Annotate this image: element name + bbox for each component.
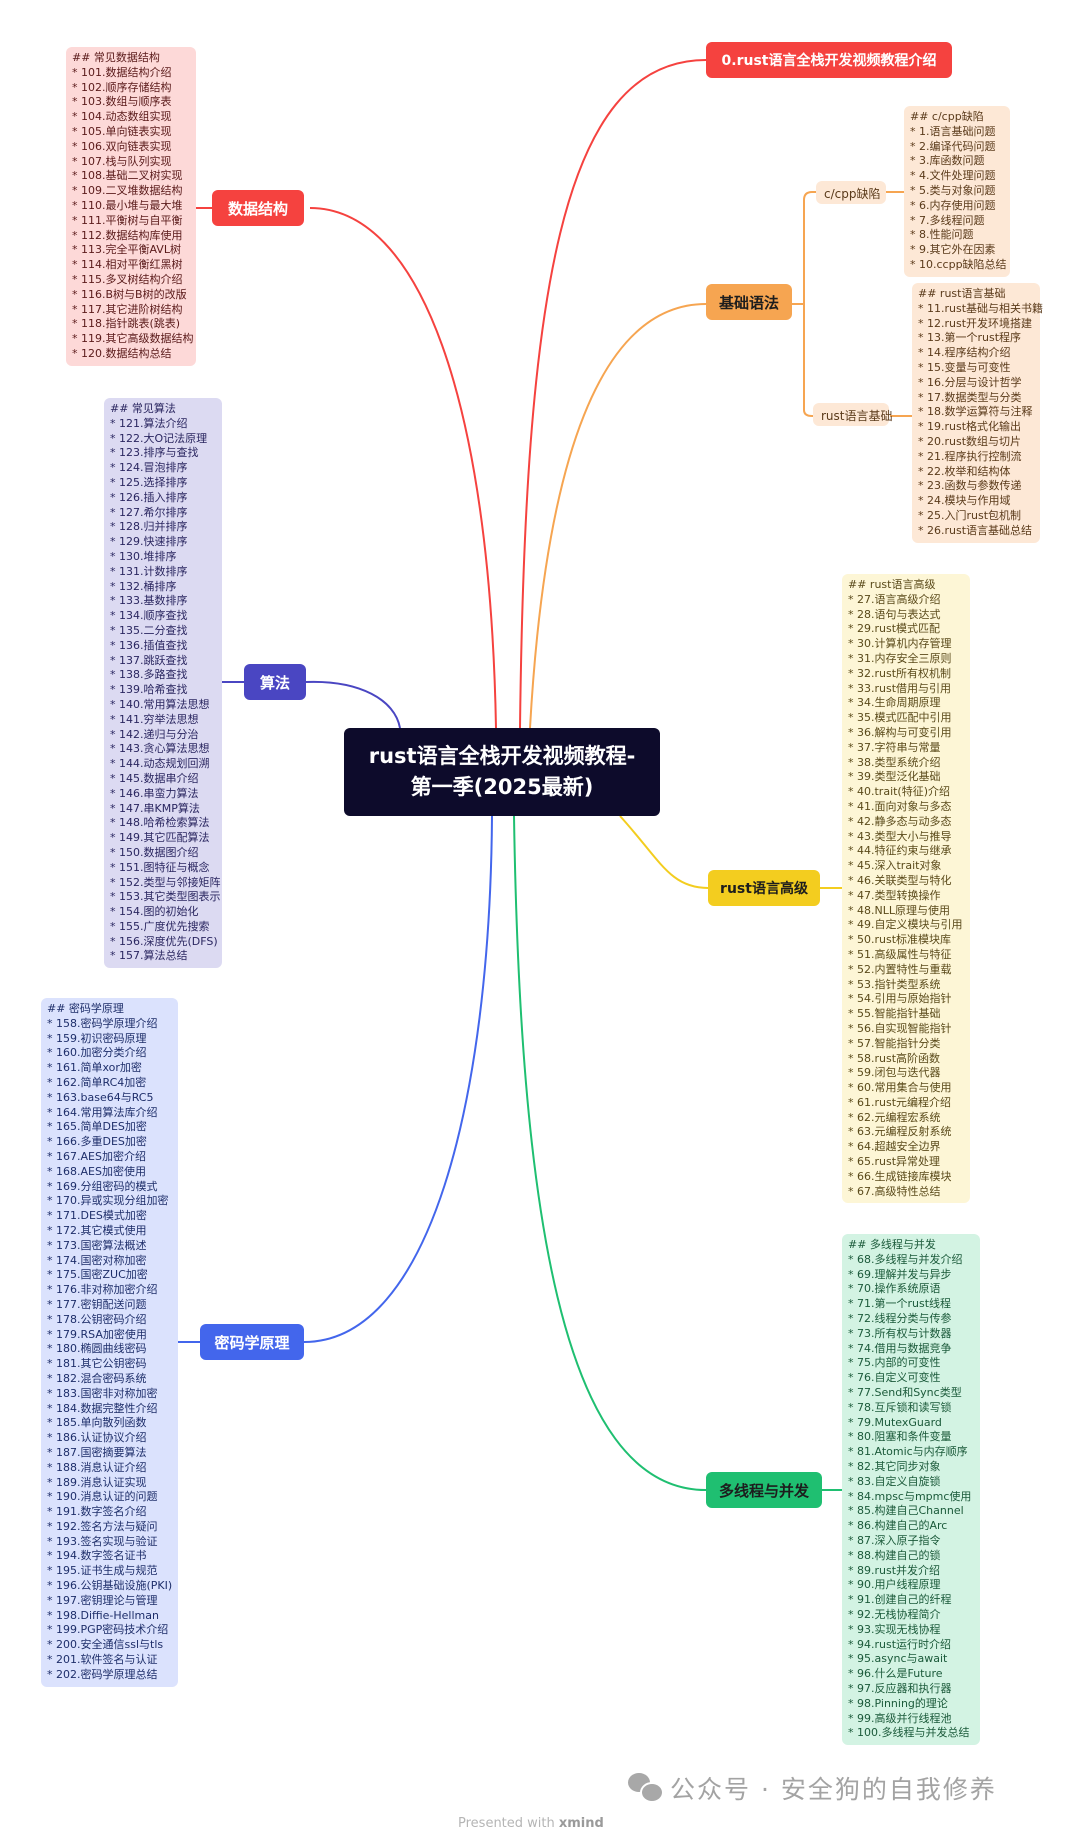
note-data-structures: ## 常见数据结构 * 101.数据结构介绍 * 102.顺序存储结构 * 10… — [66, 47, 196, 366]
subtopic-rust-basics-label: rust语言基础 — [821, 409, 893, 423]
presented-with-xmind: Presented with xmind — [458, 1816, 604, 1831]
note-rust-basics: ## rust语言基础 * 11.rust基础与相关书籍 * 12.rust开发… — [912, 283, 1043, 543]
topic-cryptography-label: 密码学原理 — [214, 1333, 290, 1352]
topic-basics-label: 基础语法 — [718, 293, 779, 312]
note-concurrency: ## 多线程与并发 * 68.多线程与并发介绍 * 69.理解并发与异步 * 7… — [842, 1234, 980, 1746]
topic-rust-advanced-label: rust语言高级 — [720, 881, 808, 897]
topic-concurrency[interactable]: 多线程与并发 — [706, 1472, 822, 1508]
central-topic-label: rust语言全栈开发视频教程-第一季(2025最新) — [368, 744, 636, 799]
xmind-logo: xmind — [558, 1816, 604, 1831]
note-ccpp-defects: ## c/cpp缺陷 * 1.语言基础问题 * 2.编译代码问题 * 3.库函数… — [904, 106, 1010, 277]
subtopic-rust-basics[interactable]: rust语言基础 — [813, 403, 893, 426]
note-cryptography: ## 密码学原理 * 158.密码学原理介绍 * 159.初识密码原理 * 16… — [41, 998, 178, 1687]
topic-data-structures-label: 数据结构 — [227, 199, 288, 218]
topic-concurrency-label: 多线程与并发 — [718, 1481, 809, 1500]
topic-intro-label: 0.rust语言全栈开发视频教程介绍 — [721, 53, 937, 69]
central-topic[interactable]: rust语言全栈开发视频教程-第一季(2025最新) — [344, 728, 660, 816]
topic-rust-advanced[interactable]: rust语言高级 — [708, 870, 820, 906]
watermark: 公众号 · 安全狗的自我修养 — [628, 1770, 997, 1806]
subtopic-ccpp-defects-label: c/cpp缺陷 — [824, 187, 881, 201]
subtopic-ccpp-defects[interactable]: c/cpp缺陷 — [816, 181, 886, 204]
watermark-text: 公众号 · 安全狗的自我修养 — [670, 1775, 997, 1804]
topic-basics[interactable]: 基础语法 — [706, 284, 792, 320]
topic-algorithms[interactable]: 算法 — [244, 664, 306, 700]
topic-data-structures[interactable]: 数据结构 — [212, 190, 304, 226]
wechat-icon — [628, 1773, 664, 1803]
note-algorithms: ## 常见算法 * 121.算法介绍 * 122.大O记法原理 * 123.排序… — [104, 398, 222, 969]
topic-algorithms-label: 算法 — [259, 673, 290, 692]
topic-intro[interactable]: 0.rust语言全栈开发视频教程介绍 — [706, 42, 952, 78]
topic-cryptography[interactable]: 密码学原理 — [200, 1324, 304, 1360]
note-rust-advanced: ## rust语言高级 * 27.语言高级介绍 * 28.语句与表达式 * 29… — [842, 574, 970, 1204]
